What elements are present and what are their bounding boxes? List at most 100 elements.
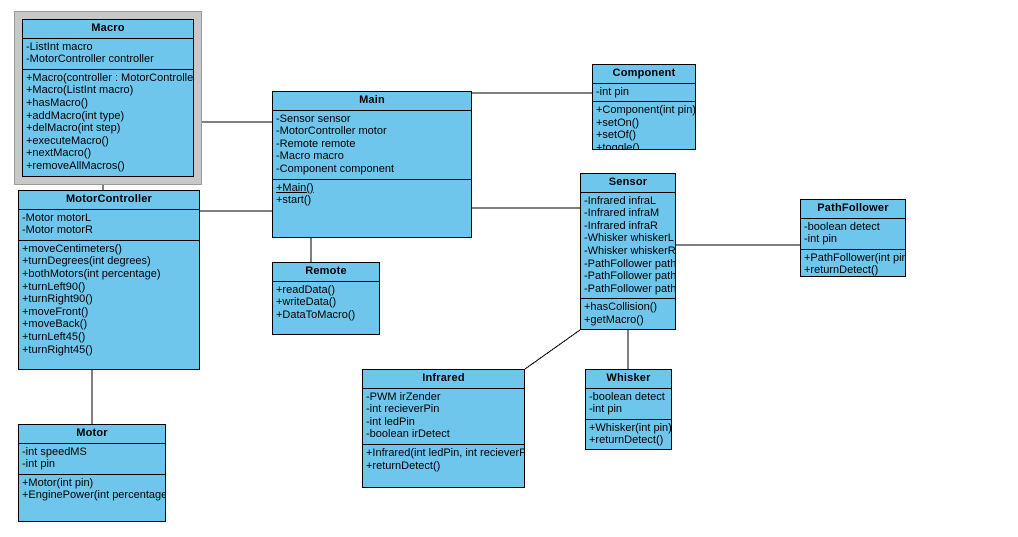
attribute: -int pin: [804, 233, 838, 246]
attribute: -Motor motorL: [22, 211, 92, 224]
uml-class-component[interactable]: Component-int pin+Component(int pin)+set…: [592, 64, 696, 150]
uml-class-motor[interactable]: Motor-int speedMS-int pin+Motor(int pin)…: [18, 424, 166, 522]
attribute: -Infrared infraM: [584, 207, 660, 220]
uml-class-pathfollower[interactable]: PathFollower-boolean detect-int pin+Path…: [800, 199, 906, 277]
attribute: -int pin: [22, 458, 56, 471]
method: +hasMacro(): [26, 96, 89, 109]
method: +turnLeft90(): [22, 280, 86, 293]
method: +DataToMacro(): [276, 308, 356, 321]
uml-class-sensor[interactable]: Sensor-Infrared infraL-Infrared infraM-I…: [580, 173, 676, 330]
attributes-compartment-motorcontroller: -Motor motorL-Motor motorR: [19, 210, 199, 241]
class-title-macro: Macro: [23, 20, 193, 39]
attributes-compartment-sensor: -Infrared infraL-Infrared infraM-Infrare…: [581, 193, 675, 300]
method: +nextMacro(): [26, 147, 92, 160]
attribute: -PathFollower pathR: [584, 282, 676, 295]
method: +PathFollower(int pin): [804, 251, 906, 264]
method: +Component(int pin): [596, 104, 696, 117]
method: +Infrared(int ledPin, int recieverPin): [366, 446, 525, 459]
method: +Macro(ListInt macro): [26, 84, 134, 97]
attribute: -int ledPin: [366, 415, 415, 428]
attribute: -MotorController controller: [26, 53, 154, 66]
uml-class-infrared[interactable]: Infrared-PWM irZender-int recieverPin-in…: [362, 369, 525, 488]
method: +turnRight45(): [22, 343, 93, 356]
attribute: -int pin: [596, 85, 630, 98]
attribute: -boolean detect: [804, 220, 880, 233]
attribute: -Remote remote: [276, 137, 356, 150]
methods-compartment-sensor: +hasCollision()+getMacro(): [581, 299, 675, 329]
method: +EnginePower(int percentage): [22, 489, 166, 502]
method: +start(): [276, 194, 312, 207]
class-title-whisker: Whisker: [586, 370, 671, 389]
method: +turnDegrees(int degrees): [22, 255, 151, 268]
uml-class-whisker[interactable]: Whisker-boolean detect-int pin+Whisker(i…: [585, 369, 672, 450]
attribute: -Infrared infraR: [584, 219, 658, 232]
class-title-infrared: Infrared: [363, 370, 524, 389]
attribute: -Macro macro: [276, 150, 344, 163]
methods-compartment-whisker: +Whisker(int pin)+returnDetect(): [586, 420, 671, 449]
attribute: -Sensor sensor: [276, 112, 351, 125]
method: +moveFront(): [22, 305, 89, 318]
methods-compartment-remote: +readData()+writeData()+DataToMacro(): [273, 282, 379, 325]
class-title-main: Main: [273, 92, 471, 111]
method: +writeData(): [276, 296, 337, 309]
attribute: -ListInt macro: [26, 40, 93, 53]
uml-class-main[interactable]: Main-Sensor sensor-MotorController motor…: [272, 91, 472, 238]
attribute: -boolean irDetect: [366, 428, 450, 441]
methods-compartment-motorcontroller: +moveCentimeters()+turnDegrees(int degre…: [19, 241, 199, 359]
connection-sensor-infrared: [524, 329, 581, 370]
attribute: -PathFollower pathM: [584, 270, 676, 283]
method: +getMacro(): [584, 313, 644, 326]
attribute: -PathFollower pathL: [584, 257, 676, 270]
attribute: -MotorController motor: [276, 125, 387, 138]
method: +readData(): [276, 283, 336, 296]
attribute: -Whisker whiskerR: [584, 244, 676, 257]
method: +returnDetect(): [589, 434, 664, 447]
attributes-compartment-macro: -ListInt macro-MotorController controlle…: [23, 39, 193, 70]
attribute: -PWM irZender: [366, 390, 441, 403]
class-title-component: Component: [593, 65, 695, 84]
method: +setOf(): [596, 129, 637, 142]
methods-compartment-component: +Component(int pin)+setOn()+setOf()+togg…: [593, 102, 696, 150]
attributes-compartment-whisker: -boolean detect-int pin: [586, 389, 671, 420]
methods-compartment-main: +Main()+start(): [273, 180, 471, 210]
attribute: -boolean detect: [589, 390, 665, 403]
method: +Motor(int pin): [22, 476, 94, 489]
method: +turnLeft45(): [22, 330, 86, 343]
class-title-motorcontroller: MotorController: [19, 191, 199, 210]
uml-class-macro[interactable]: Macro-ListInt macro-MotorController cont…: [22, 19, 194, 177]
methods-compartment-infrared: +Infrared(int ledPin, int recieverPin)+r…: [363, 445, 524, 475]
method: +toggle(): [596, 141, 640, 150]
uml-class-motorcontroller[interactable]: MotorController-Motor motorL-Motor motor…: [18, 190, 200, 370]
class-title-motor: Motor: [19, 425, 165, 444]
class-title-pathfollower: PathFollower: [801, 200, 905, 219]
method: +returnDetect(): [366, 459, 441, 472]
method: +turnRight90(): [22, 293, 93, 306]
attribute: -int speedMS: [22, 445, 87, 458]
method: +moveCentimeters(): [22, 242, 122, 255]
method: +bothMotors(int percentage): [22, 267, 161, 280]
class-title-remote: Remote: [273, 263, 379, 282]
attributes-compartment-infrared: -PWM irZender-int recieverPin-int ledPin…: [363, 389, 524, 445]
method: +removeAllMacros(): [26, 159, 125, 172]
methods-compartment-pathfollower: +PathFollower(int pin)+returnDetect(): [801, 250, 906, 276]
attributes-compartment-motor: -int speedMS-int pin: [19, 444, 165, 475]
class-title-sensor: Sensor: [581, 174, 675, 193]
attributes-compartment-pathfollower: -boolean detect-int pin: [801, 219, 905, 250]
method: +Macro(controller : MotorController): [26, 71, 194, 84]
attribute: -Infrared infraL: [584, 194, 657, 207]
attribute: -int recieverPin: [366, 403, 440, 416]
uml-class-remote[interactable]: Remote+readData()+writeData()+DataToMacr…: [272, 262, 380, 335]
methods-compartment-macro: +Macro(controller : MotorController)+Mac…: [23, 70, 193, 176]
attributes-compartment-main: -Sensor sensor-MotorController motor-Rem…: [273, 111, 471, 180]
attribute: -Component component: [276, 162, 395, 175]
method: +executeMacro(): [26, 134, 109, 147]
method: +hasCollision(): [584, 301, 658, 314]
method: +addMacro(int type): [26, 109, 125, 122]
method: +moveBack(): [22, 318, 88, 331]
attributes-compartment-component: -int pin: [593, 84, 695, 103]
method: +setOn(): [596, 116, 640, 129]
method: +delMacro(int step): [26, 122, 121, 135]
attribute: -Motor motorR: [22, 224, 93, 237]
attribute: -Whisker whiskerL: [584, 232, 674, 245]
